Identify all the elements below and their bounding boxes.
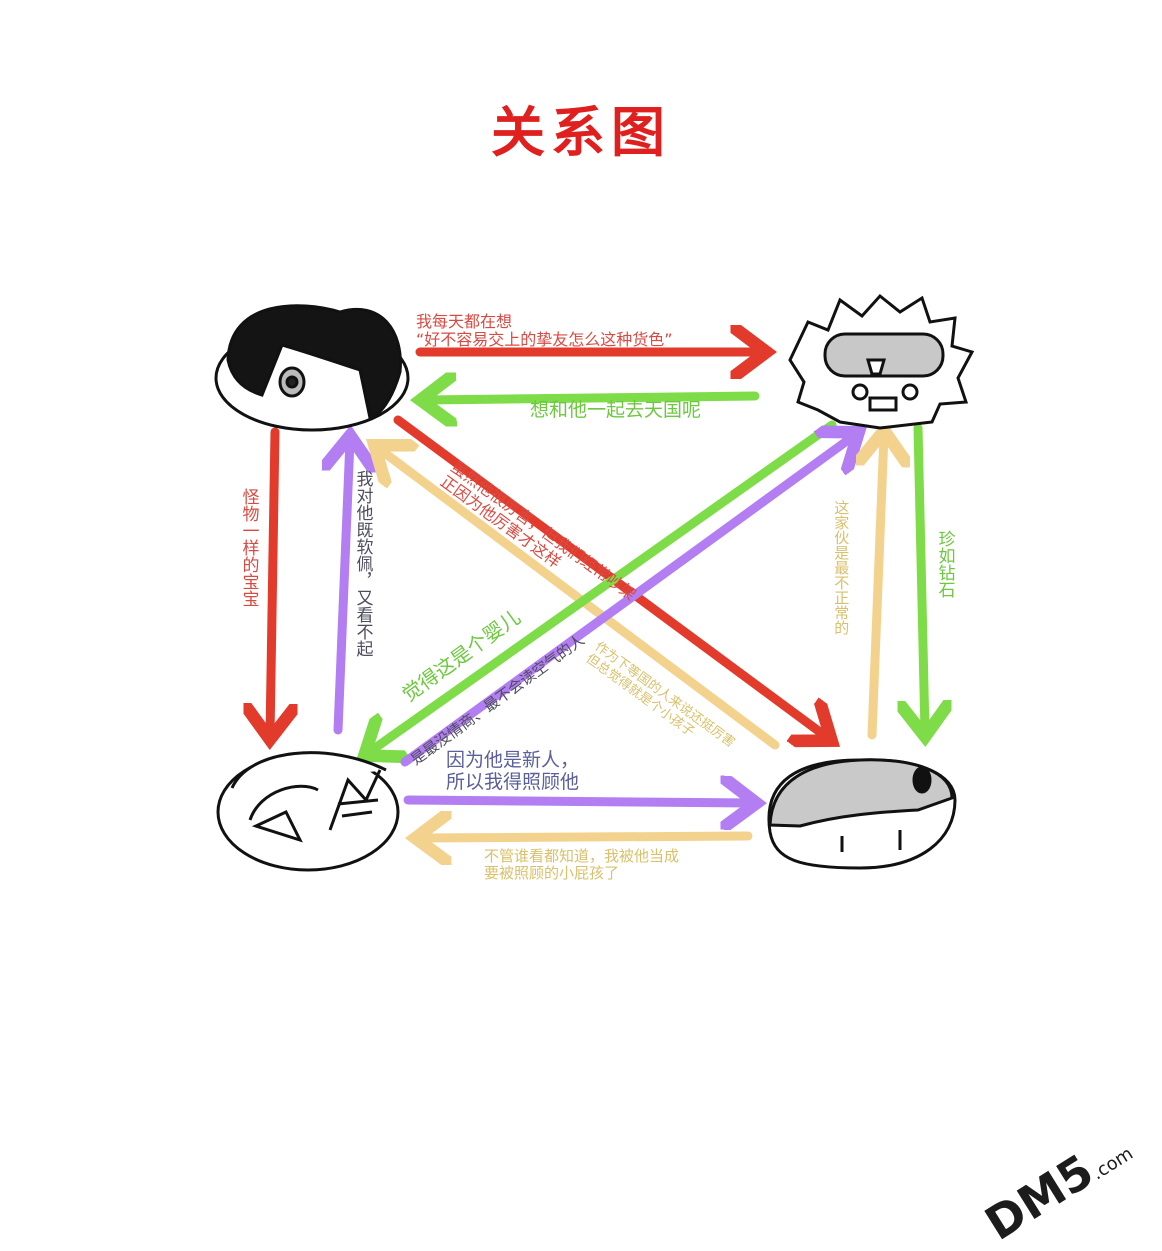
label-br-to-tr: 这家伙是最不正常的 xyxy=(832,500,851,635)
label-tl-to-tr: 我每天都在想 “好不容易交上的挚友怎么这种货色” xyxy=(416,312,673,350)
arrow-tr-to-bl xyxy=(368,420,837,753)
arrow-tl-to-bl xyxy=(270,427,275,735)
label-br-to-bl: 不管谁看都知道，我被他当成 要被照顾的小屁孩了 xyxy=(484,847,680,883)
arrow-br-to-bl xyxy=(420,836,753,838)
label-br-to-bl-line2: 要被照顾的小屁孩了 xyxy=(484,864,620,883)
arrow-bl-to-tr xyxy=(400,435,855,767)
arrow-br-to-tl xyxy=(378,448,780,750)
label-tl-to-tr-line2: “好不容易交上的挚友怎么这种货色” xyxy=(416,330,673,350)
label-bl-to-br-line2: 所以我得照顾他 xyxy=(446,770,580,793)
gray-hair-character-face xyxy=(767,758,957,870)
label-tl-to-bl: 怪物一样的宝宝 xyxy=(238,488,259,607)
black-hair-character-face xyxy=(214,304,410,432)
arrow-bl-to-br xyxy=(403,800,752,803)
label-tr-to-br: 珍如钻石 xyxy=(934,530,955,598)
arrow-br-to-tr xyxy=(872,435,884,740)
white-hair-character-face xyxy=(216,751,400,872)
arrow-tr-to-br xyxy=(918,423,925,732)
label-br-to-bl-line1: 不管谁看都知道，我被他当成 xyxy=(484,847,680,865)
diagram-title: 关系图 xyxy=(491,101,671,164)
label-tr-to-tl: 想和他一起去天国呢 xyxy=(530,399,702,421)
arrow-bl-to-tl xyxy=(338,440,350,735)
relationship-diagram: 关系图 xyxy=(214,101,1137,1251)
goggles-character-face xyxy=(788,293,975,430)
label-bl-to-tl: 我对他既软佩，又看不起 xyxy=(352,470,373,657)
diagram-canvas xyxy=(214,293,975,872)
label-bl-to-br-line1: 因为他是新人， xyxy=(446,749,580,771)
label-tl-to-tr-line1: 我每天都在想 xyxy=(416,312,513,331)
arrow-tr-to-tl xyxy=(425,396,760,400)
label-bl-to-br: 因为他是新人， 所以我得照顾他 xyxy=(446,749,580,794)
